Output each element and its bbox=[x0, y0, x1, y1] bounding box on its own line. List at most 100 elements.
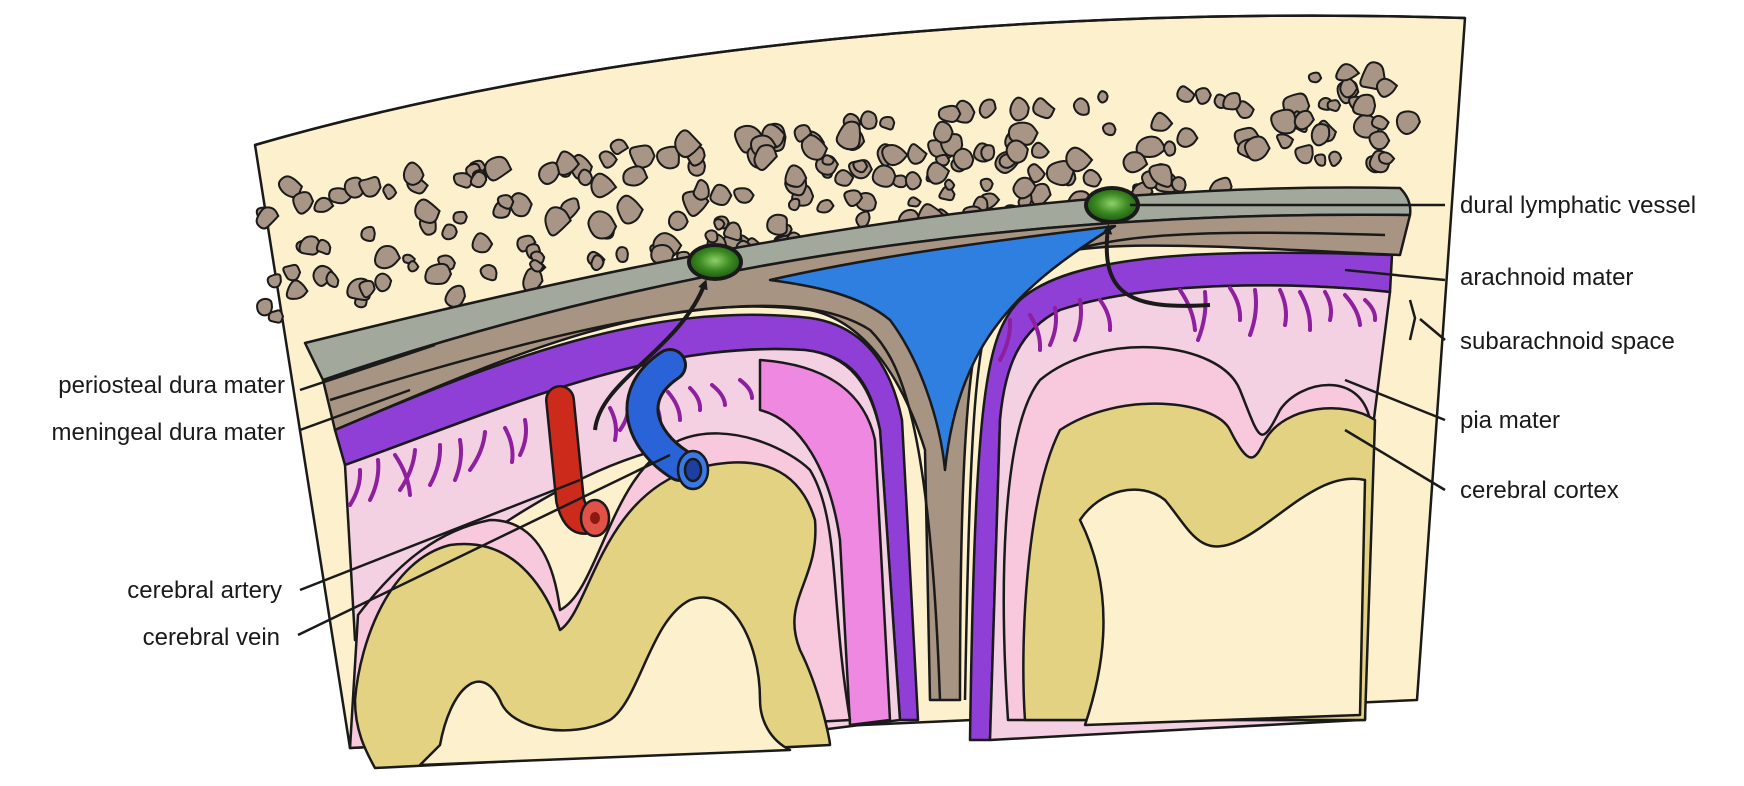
bone-pore bbox=[1101, 122, 1117, 137]
trabecula-strand bbox=[453, 438, 463, 482]
bone-pore bbox=[266, 273, 282, 289]
bone-pore bbox=[444, 284, 467, 308]
label-subarachnoid-space: subarachnoid space bbox=[1460, 328, 1675, 355]
label-arachnoid-mater: arachnoid mater bbox=[1460, 264, 1633, 291]
bone-pore bbox=[1097, 90, 1109, 104]
bone-pore bbox=[1150, 111, 1174, 132]
trabecula-strand bbox=[1228, 286, 1243, 322]
bone-pore bbox=[1194, 87, 1212, 105]
bone-pore bbox=[753, 144, 778, 171]
bone-pore bbox=[590, 254, 605, 272]
label-cerebral-artery: cerebral artery bbox=[127, 577, 282, 604]
trabecula-strand bbox=[666, 390, 682, 422]
bone-pore bbox=[609, 138, 630, 156]
bone-pore bbox=[414, 198, 441, 224]
bone-pore bbox=[1012, 176, 1037, 200]
leader-lines bbox=[297, 203, 1446, 637]
bone-pore bbox=[1375, 77, 1399, 98]
bone-pore bbox=[1007, 121, 1039, 146]
bone-pore bbox=[932, 120, 954, 144]
bone-pore bbox=[452, 172, 475, 189]
trabecula-strand bbox=[1248, 288, 1258, 337]
bone-pore bbox=[978, 98, 997, 119]
trabecula-strand bbox=[1278, 288, 1288, 327]
label-cerebral-vein: cerebral vein bbox=[143, 624, 280, 651]
bone-pore bbox=[980, 144, 996, 162]
bone-pore bbox=[1122, 151, 1149, 174]
bone-pore bbox=[793, 124, 813, 143]
bone-pore bbox=[843, 189, 864, 208]
white-matter-right bbox=[1078, 477, 1367, 727]
bone-pore bbox=[1310, 123, 1331, 147]
bone-pore bbox=[821, 154, 836, 166]
bone-pore bbox=[1027, 163, 1046, 184]
bone-pore bbox=[907, 196, 922, 208]
bone-pore bbox=[1072, 97, 1090, 116]
bone-pore bbox=[1395, 110, 1421, 135]
bone-pore bbox=[952, 147, 975, 171]
dural-lymphatic-vessel-left bbox=[687, 243, 743, 281]
bone-pore bbox=[1148, 163, 1173, 188]
bone-pore bbox=[615, 246, 629, 263]
bone-pore bbox=[441, 223, 458, 241]
bone-pore bbox=[496, 194, 515, 210]
bone-pore bbox=[358, 279, 376, 299]
bone-pore bbox=[1030, 141, 1050, 159]
bone-pore bbox=[1326, 99, 1342, 112]
label-periosteal-dura-mater: periosteal dura mater bbox=[58, 372, 285, 399]
bone-pore bbox=[1065, 146, 1094, 173]
bone-pore bbox=[1176, 127, 1199, 148]
bone-pore bbox=[1328, 150, 1343, 167]
trabecula-strand bbox=[1178, 288, 1197, 332]
bone-pore bbox=[1009, 96, 1030, 122]
bone-pore bbox=[926, 161, 951, 185]
bone-pore bbox=[871, 164, 897, 188]
white-matter-left bbox=[418, 596, 792, 767]
bone-pore bbox=[713, 218, 726, 231]
bone-pore bbox=[360, 225, 376, 243]
bone-pore bbox=[1005, 139, 1029, 164]
bone-pore bbox=[1222, 92, 1242, 111]
bone-pore bbox=[674, 129, 703, 159]
bone-pore bbox=[529, 259, 545, 273]
bone-pore bbox=[1335, 63, 1361, 82]
trabecula-strand bbox=[468, 430, 487, 472]
bone-pore bbox=[766, 213, 788, 236]
bone-pore bbox=[374, 244, 402, 270]
trabecula-strand bbox=[1323, 290, 1333, 322]
bone-pore bbox=[834, 169, 855, 187]
trabecula-strand bbox=[1028, 313, 1043, 352]
trabecula-strand bbox=[348, 468, 363, 507]
drainage-arrow-left bbox=[593, 279, 708, 431]
bone-pore bbox=[590, 172, 618, 199]
bone-pore bbox=[656, 145, 680, 170]
trabecula-strand bbox=[428, 443, 443, 487]
bone-pore bbox=[1170, 176, 1187, 193]
bone-pore bbox=[538, 161, 561, 185]
bone-pore bbox=[1368, 130, 1391, 151]
bone-pore bbox=[1377, 151, 1396, 165]
bone-pore bbox=[835, 120, 862, 151]
bone-pore bbox=[479, 264, 498, 282]
bone-pore bbox=[855, 210, 871, 229]
bone-pore bbox=[667, 210, 689, 232]
bone-pore bbox=[1276, 133, 1295, 150]
trabecula-strand bbox=[688, 386, 703, 412]
label-pia-mater: pia mater bbox=[1460, 407, 1560, 434]
bone-pore bbox=[469, 170, 488, 189]
bone-pore bbox=[1045, 160, 1075, 187]
bone-pore bbox=[979, 177, 994, 193]
bone-pore bbox=[282, 263, 302, 282]
trabecula-strand bbox=[503, 426, 515, 464]
bone-pore bbox=[1352, 93, 1377, 117]
trabecula-strand bbox=[710, 383, 727, 407]
bone-pore bbox=[358, 175, 382, 198]
bone-pore bbox=[1294, 144, 1314, 165]
cerebral-artery bbox=[545, 385, 611, 538]
bone-pore bbox=[471, 232, 494, 254]
trabecula-strand bbox=[368, 458, 381, 502]
trabecula-strand bbox=[1048, 306, 1058, 347]
bone-pore bbox=[709, 183, 733, 207]
drainage-arrow-right bbox=[1102, 224, 1211, 308]
